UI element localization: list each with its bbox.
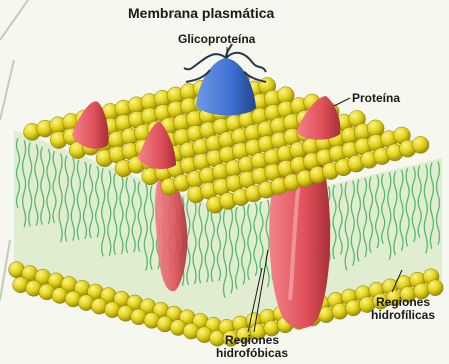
lipid-head <box>332 303 348 319</box>
label-hydrophobic-regions: Regiones hidrofóbicas <box>216 334 288 360</box>
lipid-head <box>345 300 361 316</box>
lipid-head <box>427 280 443 296</box>
diagram-title: Membrana plasmática <box>128 7 274 20</box>
label-hydrophilic-regions: Regiones hidrofílicas <box>371 296 435 322</box>
glycoprotein-body <box>196 58 256 115</box>
label-hydrophobic-line-2: hidrofóbicas <box>216 347 288 360</box>
label-protein: Proteína <box>352 92 400 105</box>
label-hydrophilic-line-2: hidrofílicas <box>371 309 435 322</box>
label-glycoprotein: Glicoproteína <box>178 33 255 46</box>
lipid-head <box>412 136 429 153</box>
